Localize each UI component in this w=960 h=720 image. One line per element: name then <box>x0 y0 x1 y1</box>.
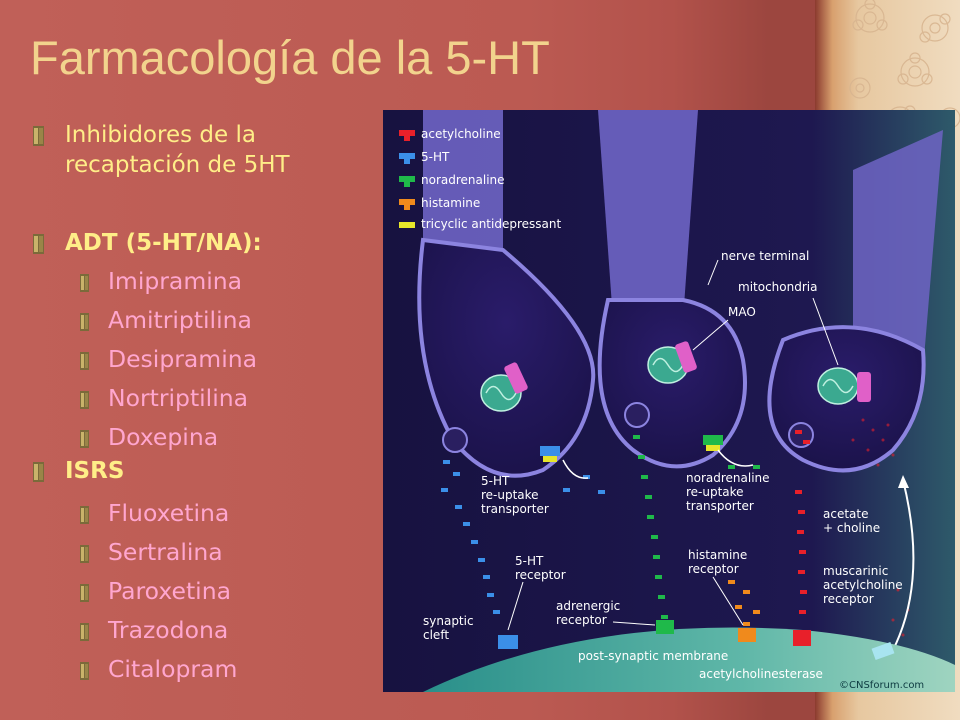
slide-title: Farmacología de la 5-HT <box>30 31 550 84</box>
transporter-na-icon <box>703 435 723 451</box>
drug-name: Doxepina <box>108 423 219 451</box>
label-muscarinic-receptor: muscarinic <box>823 564 888 578</box>
label-adrenergic-receptor: receptor <box>556 613 607 627</box>
label-synaptic-cleft: synaptic <box>423 614 474 628</box>
book-bullet-icon <box>80 623 89 641</box>
legend-noradrenaline: noradrenaline <box>421 173 505 187</box>
drug-name: Citalopram <box>108 655 238 683</box>
label-5ht-receptor: receptor <box>515 568 566 582</box>
drug-item: Trazodona <box>80 615 228 645</box>
label-histamine-receptor: receptor <box>688 562 739 576</box>
label-acetate-choline: acetate <box>823 507 868 521</box>
reuptake-arrow <box>562 459 589 479</box>
drug-item: Fluoxetina <box>80 498 229 528</box>
label-muscarinic-receptor: receptor <box>823 592 874 606</box>
book-bullet-icon <box>33 234 44 254</box>
arrow-head-icon <box>898 475 909 488</box>
mao-enzyme-icon <box>504 341 871 402</box>
drug-name: Imipramina <box>108 267 243 295</box>
axon-right <box>853 130 943 370</box>
outline-text: ADT (5-HT/NA): <box>65 230 262 256</box>
label-5ht-receptor: 5-HT <box>515 554 544 568</box>
book-bullet-icon <box>80 313 89 331</box>
label-histamine-receptor: histamine <box>688 548 747 562</box>
book-bullet-icon <box>80 662 89 680</box>
axon-middle <box>598 110 698 320</box>
book-bullet-icon <box>33 126 44 146</box>
label-acetylcholinesterase: acetylcholinesterase <box>699 667 823 681</box>
label-nerve-terminal: nerve terminal <box>721 249 809 263</box>
label-adrenergic-receptor: adrenergic <box>556 599 620 613</box>
drug-name: Desipramina <box>108 345 258 373</box>
label-mao: MAO <box>728 305 756 319</box>
receptor-muscarinic-icon <box>793 630 811 646</box>
legend-tricyclic: tricyclic antidepressant <box>421 217 561 231</box>
recycle-arrow <box>892 479 915 651</box>
mitochondria-icon <box>480 346 859 412</box>
outline-text: ISRS <box>65 458 125 484</box>
noradrenaline-molecules <box>633 435 760 619</box>
drug-name: Amitriptilina <box>108 306 252 334</box>
copyright-watermark: ©CNSforum.com <box>839 680 924 691</box>
label-5ht-transporter: re-uptake <box>481 488 539 502</box>
book-bullet-icon <box>80 391 89 409</box>
label-synaptic-cleft: cleft <box>423 628 449 642</box>
book-bullet-icon <box>80 506 89 524</box>
synapse-diagram: acetylcholine 5-HT noradrenaline histami… <box>383 110 955 692</box>
drug-name: Trazodona <box>108 616 229 644</box>
label-acetate-choline: + choline <box>823 521 880 535</box>
drug-name: Paroxetina <box>108 577 231 605</box>
legend-histamine: histamine <box>421 196 480 210</box>
book-bullet-icon <box>80 545 89 563</box>
drug-item: Desipramina <box>80 344 257 374</box>
label-na-transporter: noradrenaline <box>686 471 770 485</box>
drug-item: Nortriptilina <box>80 383 248 413</box>
drug-name: Sertralina <box>108 538 223 566</box>
serotonin-molecules <box>441 460 605 614</box>
acetylcholine-molecules <box>795 430 810 634</box>
book-bullet-icon <box>80 352 89 370</box>
nerve-terminal-left <box>417 237 596 478</box>
vesicle <box>624 402 650 428</box>
receptor-5ht-icon <box>498 635 518 649</box>
drug-item: Imipramina <box>80 266 242 296</box>
book-bullet-icon <box>80 430 89 448</box>
outline-text-continued: recaptación de 5HT <box>65 152 290 178</box>
book-bullet-icon <box>80 274 89 292</box>
post-synaptic-membrane <box>423 627 955 692</box>
legend: acetylcholine 5-HT noradrenaline histami… <box>399 127 561 231</box>
label-post-synaptic-membrane: post-synaptic membrane <box>578 649 728 663</box>
reuptake-arrow <box>717 449 754 467</box>
outline-item-isrs: ISRS <box>33 456 124 486</box>
drug-item: Doxepina <box>80 422 218 452</box>
drug-item: Amitriptilina <box>80 305 252 335</box>
outline-text: Inhibidores de la <box>65 122 256 148</box>
label-muscarinic-receptor: acetylcholine <box>823 578 903 592</box>
drug-name: Fluoxetina <box>108 499 230 527</box>
drug-item: Sertralina <box>80 537 223 567</box>
vesicle <box>442 427 468 453</box>
acetate-choline-particles <box>851 418 910 637</box>
outline-item-reuptake-inhibitors: Inhibidores de la recaptación de 5HT <box>33 120 290 180</box>
legend-5ht: 5-HT <box>421 150 450 164</box>
label-mitochondria: mitochondria <box>738 280 817 294</box>
transporter-5ht-icon <box>540 446 560 462</box>
receptor-histamine-icon <box>738 628 756 642</box>
book-bullet-icon <box>33 462 44 482</box>
label-5ht-transporter: 5-HT <box>481 474 510 488</box>
label-5ht-transporter: transporter <box>481 502 549 516</box>
histamine-molecules <box>728 580 760 626</box>
label-na-transporter: transporter <box>686 499 754 513</box>
receptor-adrenergic-icon <box>656 620 674 634</box>
drug-item: Paroxetina <box>80 576 231 606</box>
label-na-transporter: re-uptake <box>686 485 744 499</box>
drug-item: Citalopram <box>80 654 237 684</box>
acetylcholinesterase-icon <box>871 641 895 661</box>
book-bullet-icon <box>80 584 89 602</box>
outline-item-adt: ADT (5-HT/NA): <box>33 228 262 258</box>
legend-acetylcholine: acetylcholine <box>421 127 501 141</box>
drug-name: Nortriptilina <box>108 384 249 412</box>
